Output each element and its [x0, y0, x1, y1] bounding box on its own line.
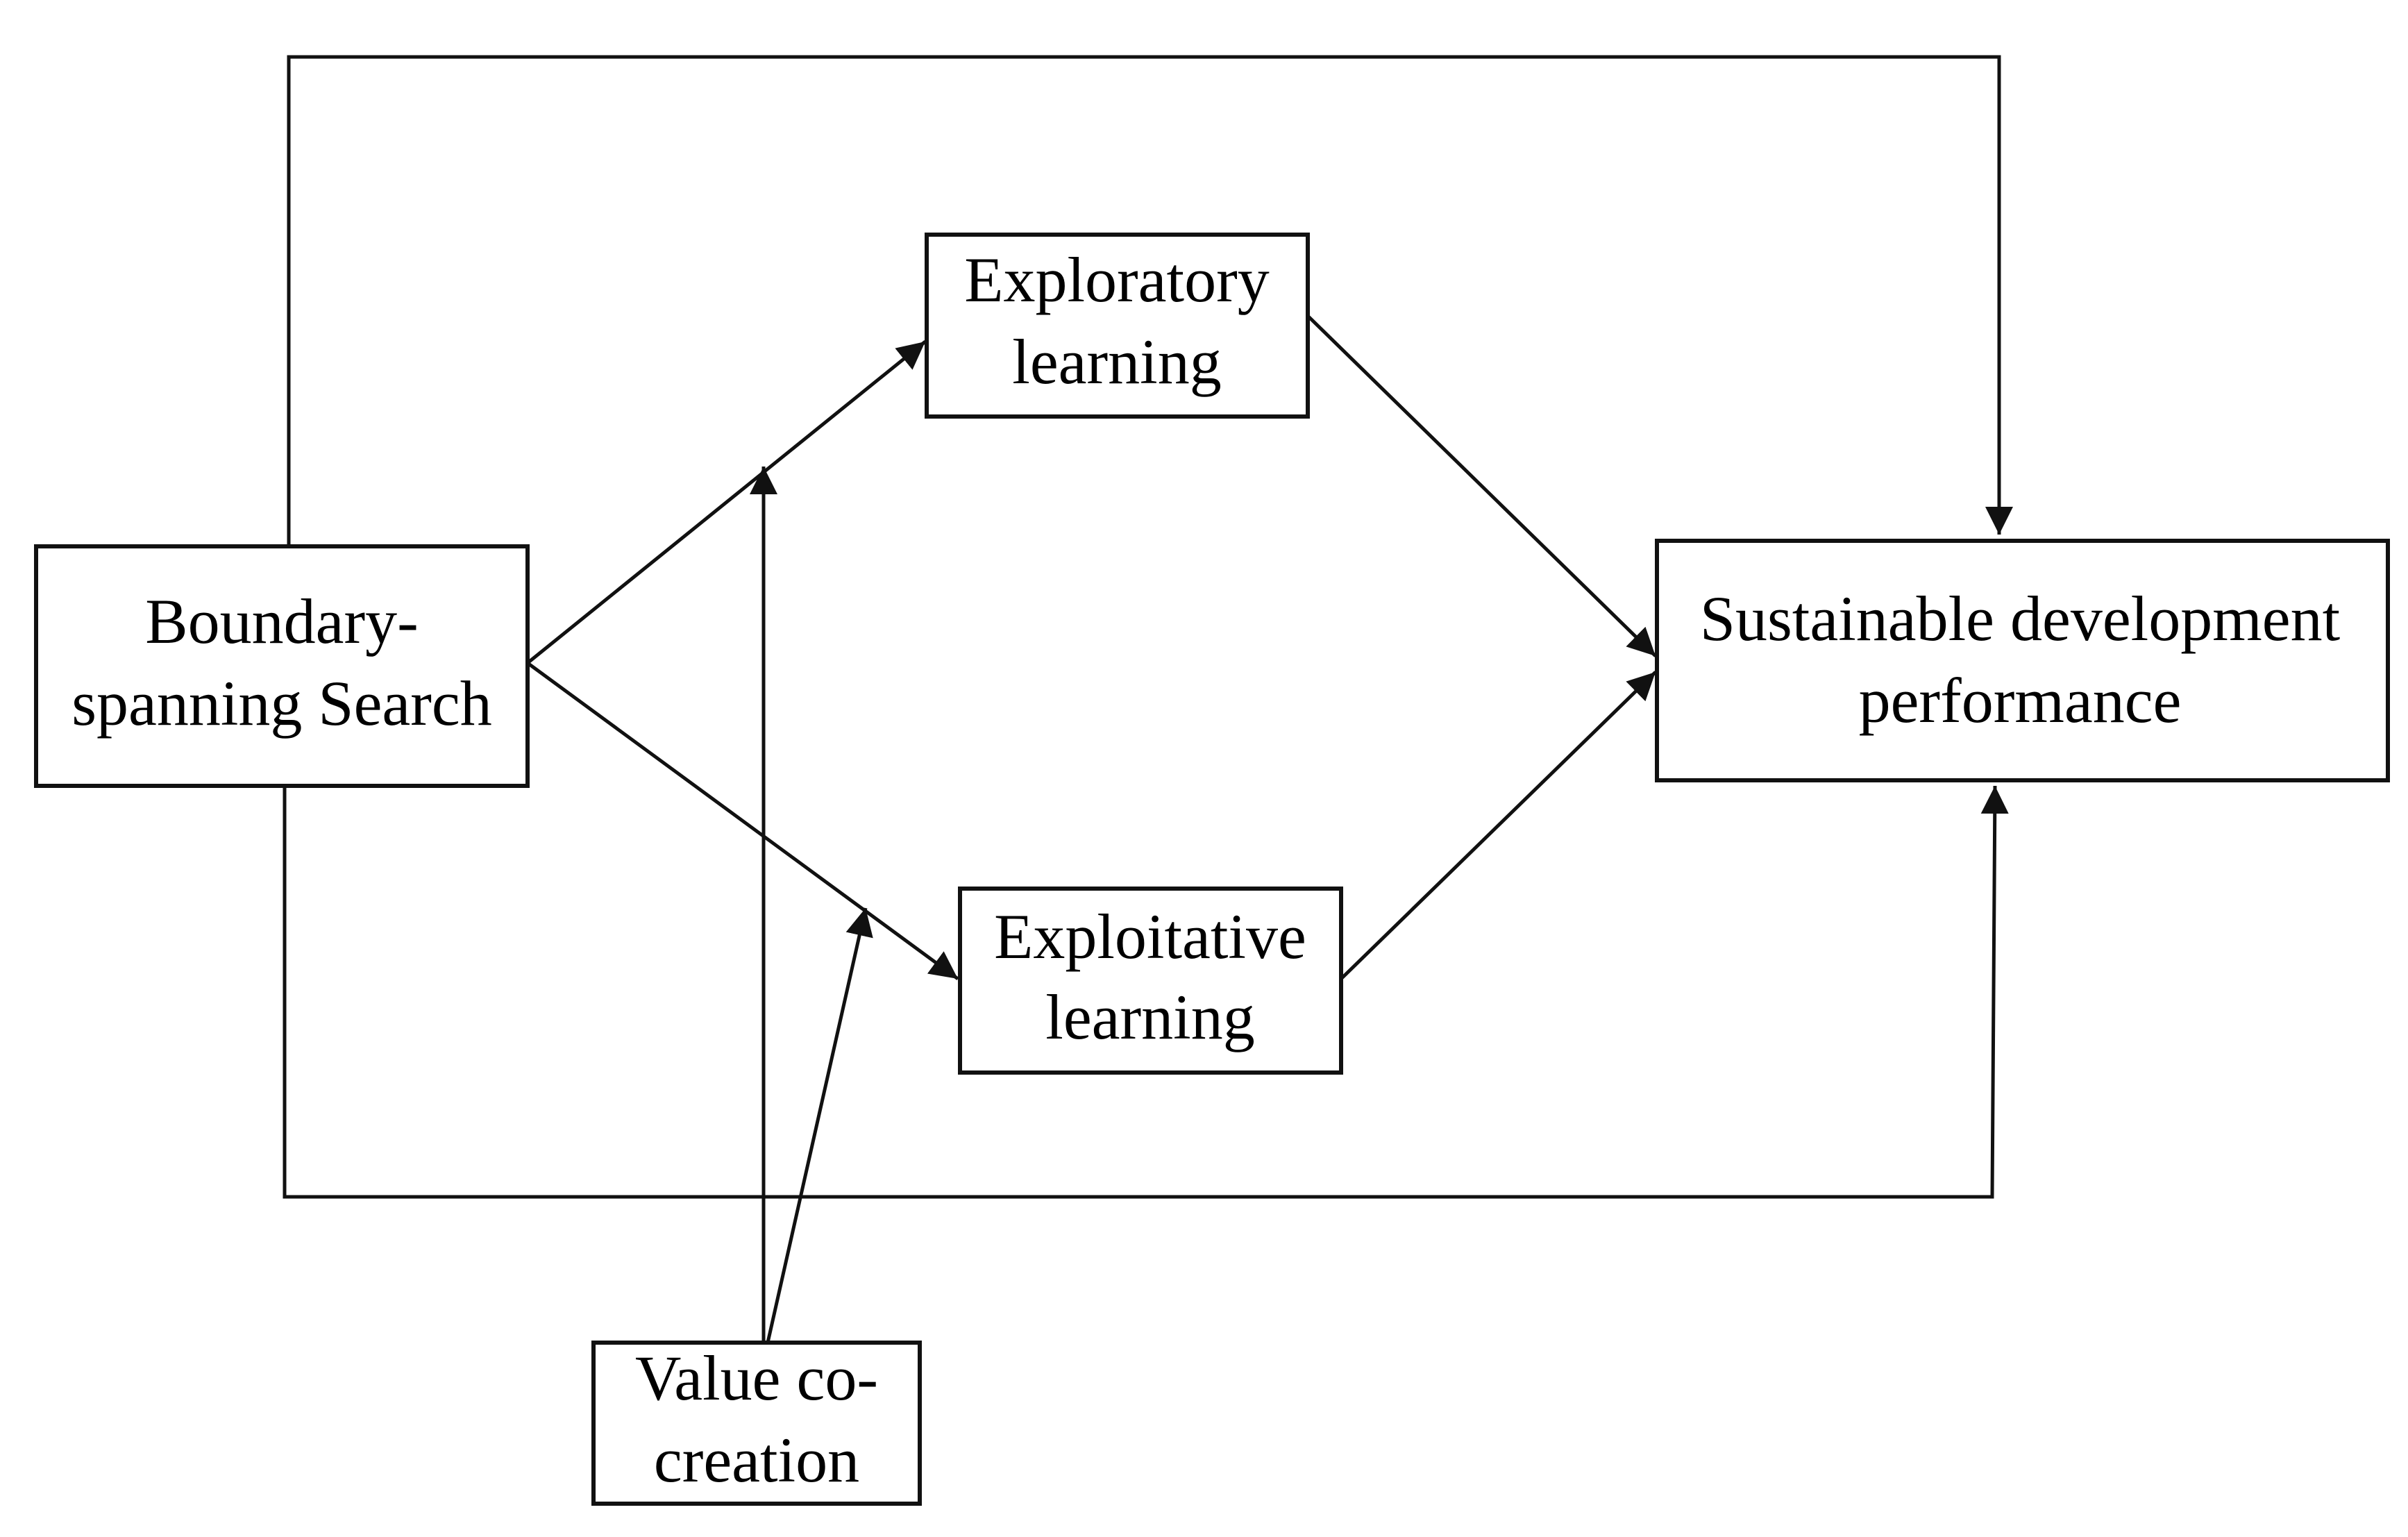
- node-box: [34, 544, 530, 788]
- node-label-line-2: learning: [1012, 326, 1221, 397]
- node-exploitative-learning: Exploitative learning: [958, 887, 1343, 1075]
- node-box: [1655, 539, 2390, 782]
- search-to-exploitative-arrow: [526, 661, 959, 981]
- exploitative-to-performance-arrow: [1340, 671, 1657, 980]
- node-label-line-1: Sustainable development: [1700, 583, 2341, 654]
- exploratory-to-performance-arrow: [1306, 314, 1657, 657]
- node-label-line-1: Exploitative: [994, 901, 1306, 972]
- node-exploratory-learning: Exploratory learning: [925, 233, 1310, 419]
- node-value-co-creation: Value co- creation: [591, 1341, 922, 1506]
- node-sustainable-development-performance: Sustainable development performance: [1655, 539, 2390, 782]
- direct-path-top-arrow: [287, 55, 2013, 546]
- node-label-line-1: Boundary-: [145, 586, 418, 657]
- node-label-line-1: Value co-: [635, 1343, 878, 1413]
- node-label-line-2: creation: [654, 1425, 859, 1495]
- search-to-exploratory-arrow: [526, 340, 927, 664]
- node-label-line-1: Exploratory: [964, 244, 1269, 315]
- node-box: [591, 1341, 922, 1506]
- node-box: [925, 233, 1310, 419]
- node-boundary-spanning-search: Boundary- spanning Search: [34, 544, 530, 788]
- node-label-line-2: spanning Search: [71, 668, 492, 739]
- direct-path-bottom-arrow: [283, 784, 2009, 1199]
- node-label-line-2: performance: [1859, 665, 2182, 736]
- moderation-exploitative-arrow: [766, 907, 873, 1343]
- node-label-line-2: learning: [1045, 982, 1254, 1052]
- node-box: [958, 887, 1343, 1075]
- connectors: [283, 55, 2013, 1343]
